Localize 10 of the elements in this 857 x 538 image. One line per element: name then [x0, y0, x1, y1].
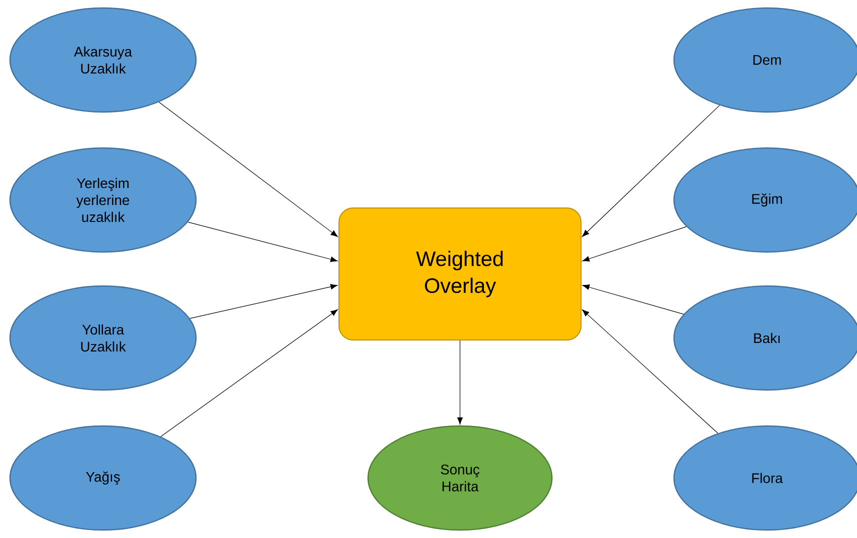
arrow: [457, 340, 463, 424]
arrow: [158, 102, 338, 237]
arrow: [582, 105, 720, 237]
arrow: [160, 309, 338, 437]
arrow: [190, 284, 338, 319]
arrow: [582, 226, 687, 262]
process-box: Weighted Overlay: [338, 208, 582, 340]
arrow: [582, 310, 718, 434]
arrow: [188, 222, 338, 262]
arrow: [582, 284, 684, 314]
